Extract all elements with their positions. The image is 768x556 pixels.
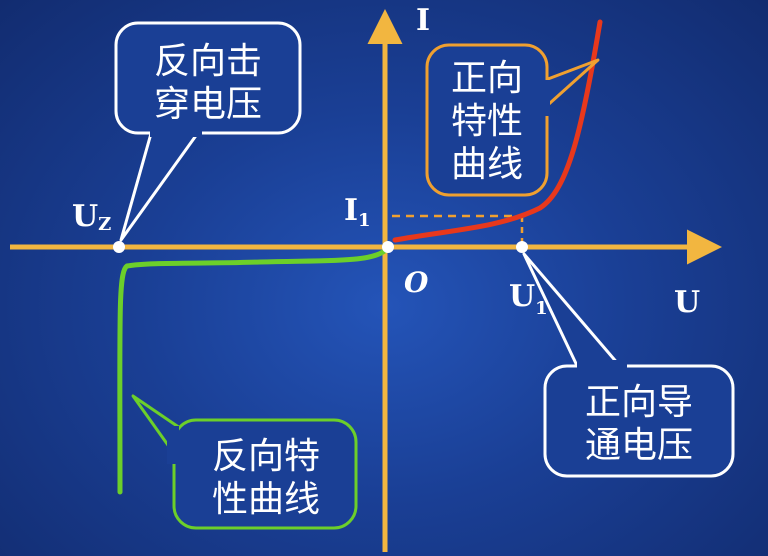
forward-curve-line-3: 曲线 [451, 144, 523, 185]
uz-point [113, 241, 125, 253]
origin-label: O [404, 266, 429, 299]
forward-curve-callout-box [425, 43, 549, 197]
reverse-breakdown-line-1: 反向击 [154, 41, 262, 82]
reverse-curve-line-1: 反向特 [212, 436, 320, 477]
u1-label: U1 [509, 279, 548, 319]
forward-curve-line-2: 特性 [451, 101, 523, 142]
reverse-curve-line-2: 性曲线 [212, 479, 320, 520]
origin-point [382, 241, 394, 253]
reverse-breakdown-callout-box [114, 21, 302, 135]
reverse-curve-callout: 反向特 性曲线 [131, 394, 358, 530]
reverse-breakdown-line-2: 穿电压 [154, 84, 262, 125]
forward-voltage-line-1: 正向导 [585, 382, 693, 423]
forward-voltage-callout-pointer [522, 252, 627, 373]
forward-curve-callout: 正向 特性 曲线 [425, 43, 600, 197]
forward-voltage-callout: 正向导 通电压 [522, 252, 735, 478]
i1-label: I1 [344, 193, 371, 231]
forward-characteristic-curve [392, 19, 603, 243]
y-axis-label: I [416, 3, 430, 38]
forward-curve-callout-pointer [538, 58, 600, 114]
reverse-curve-callout-box [172, 418, 358, 530]
reverse-characteristic-curve [117, 245, 391, 495]
reverse-breakdown-callout: 反向击 穿电压 [114, 21, 302, 242]
u1-point [516, 241, 528, 253]
reverse-breakdown-callout-pointer [119, 129, 202, 242]
forward-curve-line-1: 正向 [451, 58, 523, 99]
x-axis-label: U [674, 285, 700, 320]
forward-voltage-callout-box [543, 364, 735, 478]
uz-label: UZ [72, 199, 111, 235]
forward-voltage-line-2: 通电压 [585, 425, 693, 466]
